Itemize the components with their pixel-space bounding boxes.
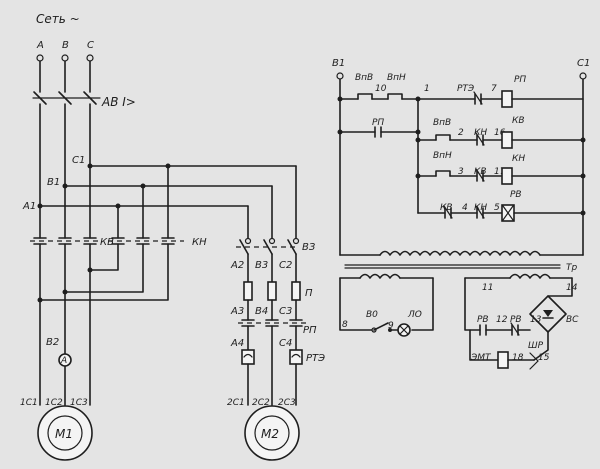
thermal-relay-rte: РТЭ: [241, 349, 325, 365]
c4-label: С4: [279, 338, 292, 349]
bus-c1-label: С1: [72, 155, 85, 166]
rp-contacts: РП: [238, 319, 317, 336]
vpn-label: ВпН: [387, 73, 406, 83]
kv2-label: КВ: [440, 203, 453, 213]
m1-terminal-3: 1С3: [70, 398, 88, 408]
row-kn-coil: ВпН 3 КВ 17 КН: [415, 151, 586, 185]
motor-m1: М1: [37, 405, 93, 461]
vpn2-label: ВпН: [433, 151, 452, 161]
fuse-label: П: [305, 288, 313, 299]
kn-label: КН: [192, 237, 207, 248]
kv-contacts: КВ: [30, 237, 114, 248]
transformer-primary: [339, 250, 584, 269]
rp-coil-label: РП: [514, 75, 526, 85]
node-1: 1: [424, 84, 430, 94]
bus-a1-label: А1: [22, 201, 36, 212]
rp-contact-label: РП: [372, 118, 384, 128]
phase-c-label: С: [87, 40, 94, 51]
ammeter-icon: [58, 353, 72, 367]
kn2-label: КН: [474, 203, 487, 213]
row-rp-coil: ВпВ ВпН 10 1 РТЭ 7 РП: [337, 73, 584, 108]
node-11: 11: [482, 283, 493, 293]
rv-nc-label: РВ: [477, 315, 489, 325]
ammeter-label: А: [60, 356, 67, 366]
a2-label: А2: [230, 260, 244, 271]
vz-label: ВЗ: [302, 242, 316, 253]
rte-control-label: РТЭ: [457, 84, 475, 94]
node-16: 16: [494, 128, 506, 138]
lighting-circuit: 8 В0 9 ЛО: [339, 273, 434, 337]
phase-b-label: В: [62, 40, 69, 51]
b2-label: В2: [46, 337, 59, 348]
lamp-icon: [397, 323, 411, 337]
kn-coil-label: КН: [512, 154, 525, 164]
kn-nc-label: КН: [474, 128, 487, 138]
brake-coil-emt: [497, 351, 509, 369]
m1-terminal-1: 1С1: [20, 398, 38, 408]
shr-label: ШР: [528, 341, 544, 351]
kv-coil-label: КВ: [512, 116, 525, 126]
terminal-c: [86, 54, 94, 62]
rv-coil-label: РВ: [510, 190, 522, 200]
terminal-a: [36, 54, 44, 62]
node-12: 12: [496, 315, 508, 325]
m2-terminal-3: 2С3: [278, 398, 296, 408]
node-18: 18: [512, 353, 524, 363]
brake-circuit: Тр 11 14 РВ 12 РВ 13 ВС ЭМТ 18 ШР 15: [464, 263, 579, 370]
bus-b1-label: В1: [47, 177, 60, 188]
node-3: 3: [458, 167, 464, 177]
rte-power-label: РТЭ: [306, 353, 325, 364]
a3-label: А3: [230, 306, 244, 317]
c2-label: С2: [279, 260, 292, 271]
node-10: 10: [375, 84, 387, 94]
control-circuit: В1 С1 ВпВ ВпН 10 1 РТЭ 7 РП: [332, 58, 590, 269]
node-17: 17: [494, 167, 506, 177]
rectifier-bridge-vs: [529, 295, 567, 333]
emt-label: ЭМТ: [470, 353, 492, 363]
motor-m1-label: М1: [55, 427, 73, 441]
vs-label: ВС: [566, 315, 579, 325]
b4-label: В4: [255, 306, 268, 317]
node-9: 9: [388, 321, 394, 331]
rv2-label: РВ: [510, 315, 522, 325]
c3-label: С3: [279, 306, 292, 317]
kv-label: КВ: [100, 237, 114, 248]
mains-label: Сеть ~: [36, 12, 80, 26]
row-rp-hold: РП: [337, 96, 421, 214]
rp-power-label: РП: [303, 325, 317, 336]
terminal-b: [61, 54, 69, 62]
node-8: 8: [342, 320, 348, 330]
kv-nc-label: КВ: [474, 167, 487, 177]
row-kv-coil: ВпВ 2 КН 16 КВ: [415, 116, 586, 149]
node-5: 5: [494, 203, 500, 213]
node-2: 2: [458, 128, 464, 138]
v1-label: В1: [332, 58, 345, 69]
c1-label: С1: [577, 58, 590, 69]
lighting-switch-v0: [371, 322, 392, 333]
motor-m2: М2: [244, 405, 300, 461]
node-4: 4: [462, 203, 468, 213]
a4-label: А4: [230, 338, 244, 349]
breaker-label: АВ I>: [101, 95, 136, 109]
m1-terminal-2: 1С2: [45, 398, 63, 408]
vpv2-label: ВпВ: [433, 118, 451, 128]
lamp-label: ЛО: [407, 310, 422, 320]
switch-vz: ВЗ: [236, 237, 316, 255]
node-15: 15: [538, 353, 550, 363]
phase-a-label: А: [36, 40, 44, 51]
row-rv-coil: КВ 4 КН 5 РВ: [417, 190, 586, 222]
motor-m2-label: М2: [261, 427, 279, 441]
m2-terminal-2: 2С2: [252, 398, 270, 408]
m2-terminal-1: 2С1: [227, 398, 245, 408]
circuit-breaker: АВ I>: [32, 91, 136, 109]
vpv-label: ВпВ: [355, 73, 373, 83]
fuses-p: П: [243, 281, 313, 301]
b3-label: В3: [255, 260, 268, 271]
power-circuit: Сеть ~ А В С АВ I> С1 В1 А1: [20, 12, 325, 461]
v0-label: В0: [366, 310, 378, 320]
tr-label: Тр: [566, 263, 577, 273]
node-7: 7: [491, 84, 497, 94]
